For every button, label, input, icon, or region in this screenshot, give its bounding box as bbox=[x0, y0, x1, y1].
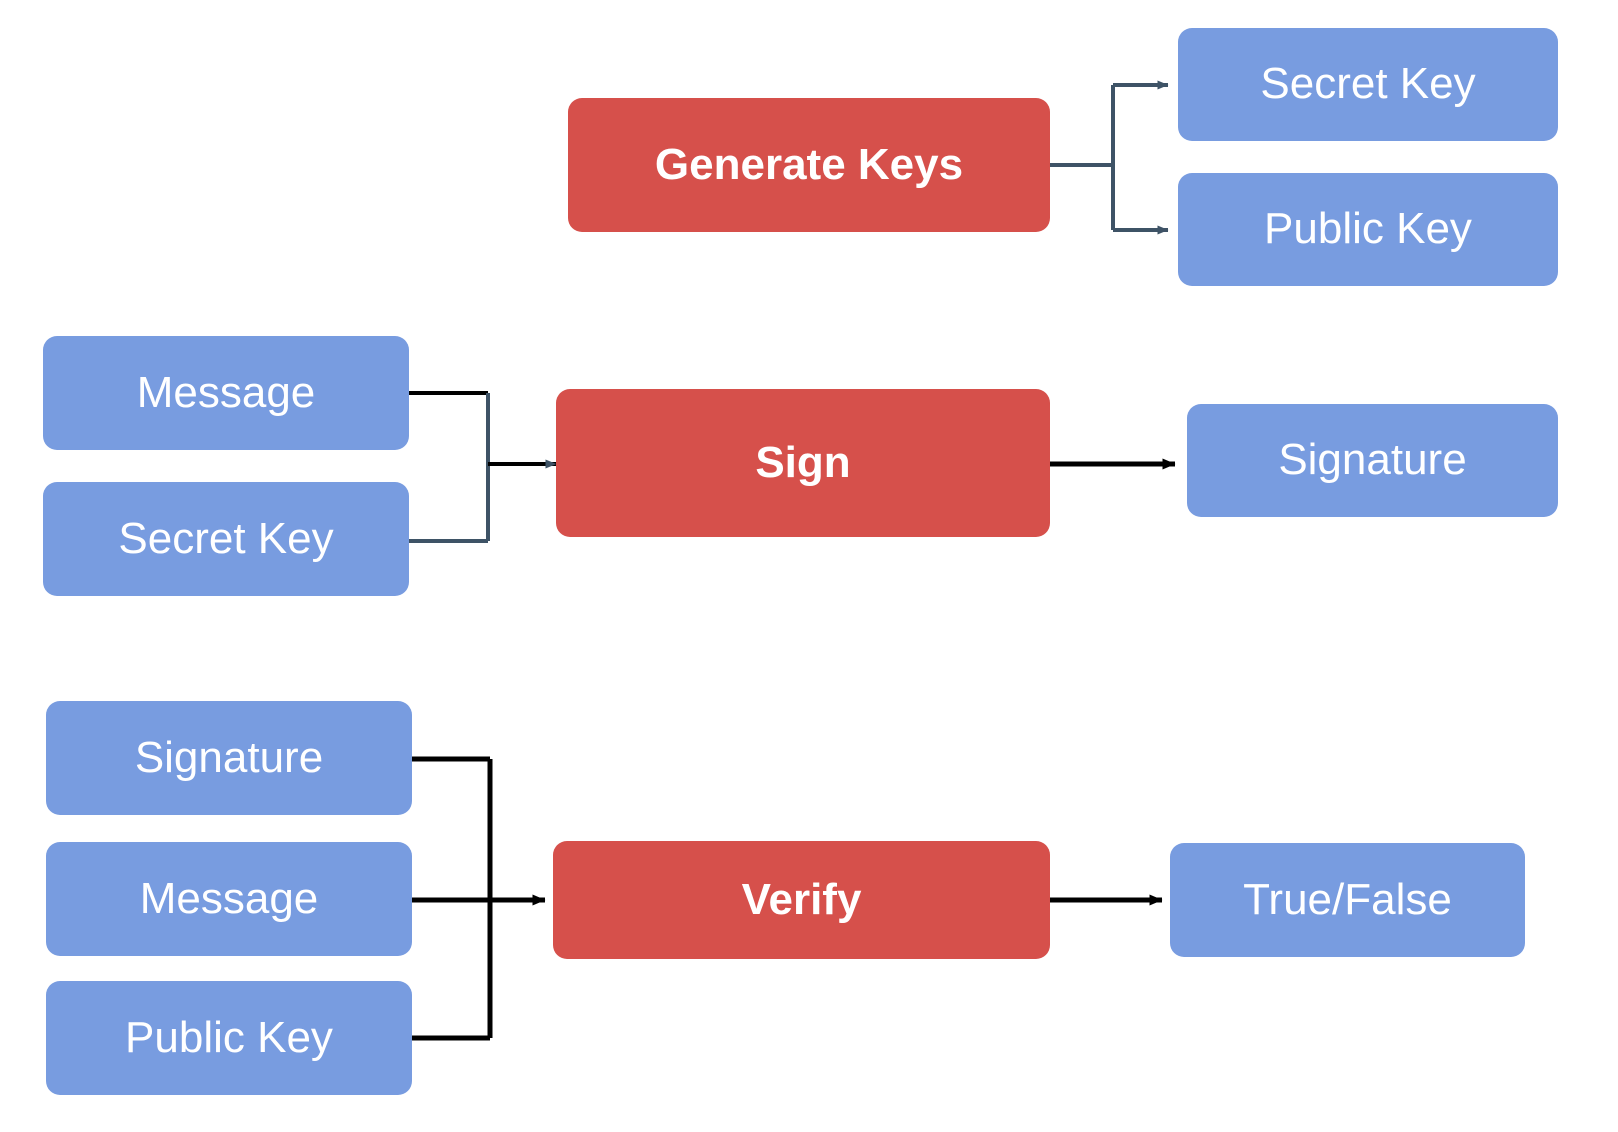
output-signature-label: Signature bbox=[1278, 435, 1467, 485]
output-true-false[interactable]: True/False bbox=[1170, 843, 1525, 957]
input-sign-message-label: Message bbox=[136, 367, 316, 417]
input-verify-public-key-label: Public Key bbox=[125, 1012, 333, 1062]
input-verify-signature-label: Signature bbox=[134, 732, 324, 782]
process-sign[interactable]: Sign bbox=[556, 389, 1050, 537]
process-generate-keys-label: Generate Keys bbox=[654, 139, 964, 189]
output-secret-key-label: Secret Key bbox=[1260, 59, 1476, 109]
process-verify-label: Verify bbox=[741, 874, 862, 924]
output-signature[interactable]: Signature bbox=[1187, 404, 1558, 517]
output-public-key[interactable]: Public Key bbox=[1178, 173, 1558, 286]
edge-generatekeys-to-keys bbox=[1050, 80, 1169, 235]
process-generate-keys[interactable]: Generate Keys bbox=[568, 98, 1050, 232]
input-verify-message-label: Message bbox=[139, 873, 319, 923]
output-secret-key[interactable]: Secret Key bbox=[1178, 28, 1558, 141]
output-public-key-label: Public Key bbox=[1264, 204, 1472, 254]
input-sign-secret-key-label: Secret Key bbox=[118, 513, 334, 563]
edge-inputs-to-sign bbox=[409, 391, 557, 543]
input-sign-message[interactable]: Message bbox=[43, 336, 409, 450]
input-verify-public-key[interactable]: Public Key bbox=[46, 981, 412, 1095]
process-verify[interactable]: Verify bbox=[553, 841, 1050, 959]
input-verify-signature[interactable]: Signature bbox=[46, 701, 412, 815]
edge-inputs-to-verify bbox=[412, 756, 546, 1041]
output-true-false-label: True/False bbox=[1243, 874, 1452, 924]
input-sign-secret-key[interactable]: Secret Key bbox=[43, 482, 409, 596]
process-sign-label: Sign bbox=[755, 437, 851, 487]
input-verify-message[interactable]: Message bbox=[46, 842, 412, 956]
